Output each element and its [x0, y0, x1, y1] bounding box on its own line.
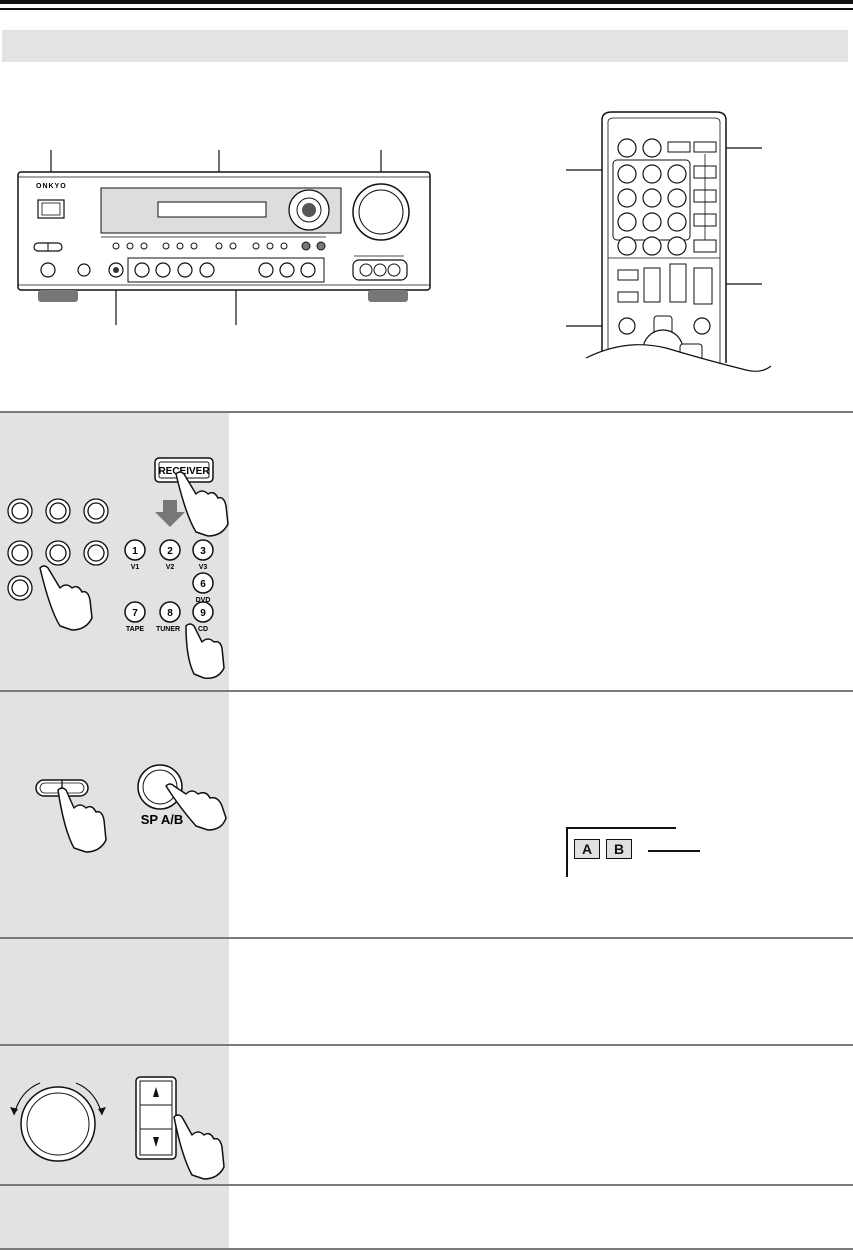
speaker-indicator-display: A B: [560, 827, 710, 877]
step-3-row: [0, 938, 853, 1045]
step-4-illustration-panel: [0, 1045, 229, 1185]
step-1-top-rule: [0, 411, 853, 413]
header-rule-thick: [0, 0, 853, 4]
step-2-row: SP A/B: [0, 690, 853, 937]
speaker-b-indicator: B: [606, 839, 632, 859]
hand-pointer-icon: [39, 565, 93, 631]
button-3-label: V3: [199, 564, 208, 571]
hand-pointer-icon: [175, 471, 229, 537]
step-5-row: [0, 1185, 853, 1249]
button-2-number: 2: [167, 546, 173, 557]
remote-receiver-input-illustration: RECEIVER 1 2 3 6 7 8 9: [7, 457, 229, 680]
button-1-number: 1: [132, 546, 138, 557]
speaker-ab-illustration: SP A/B: [35, 764, 227, 853]
button-6-label: DVD: [196, 597, 211, 604]
display-frame-left: [566, 827, 568, 877]
button-2-label: V2: [166, 564, 175, 571]
step-2-top-rule: [0, 690, 853, 692]
sp-ab-button-label: SP A/B: [141, 812, 184, 827]
hand-pointer-icon: [165, 783, 227, 831]
button-7-number: 7: [132, 608, 138, 619]
button-7-label: TAPE: [126, 626, 144, 633]
step-4-row: [0, 1045, 853, 1185]
step-1-row: RECEIVER 1 2 3 6 7 8 9: [0, 412, 853, 690]
remote-control-illustration: [566, 111, 772, 378]
button-9-label: CD: [198, 626, 208, 633]
step-5-top-rule: [0, 1184, 853, 1186]
section-title-band: [2, 30, 848, 62]
hand-pointer-icon: [173, 1114, 225, 1180]
step-3-top-rule: [0, 937, 853, 939]
down-arrow-icon: [155, 500, 185, 527]
step-3-illustration-panel: [0, 938, 229, 1045]
header-rule-thin: [0, 8, 853, 10]
step-5-illustration-panel: [0, 1185, 229, 1249]
button-3-number: 3: [200, 546, 206, 557]
button-9-number: 9: [200, 608, 206, 619]
step-4-top-rule: [0, 1044, 853, 1046]
step-2-illustration-panel: SP A/B: [0, 690, 229, 937]
button-8-number: 8: [167, 608, 173, 619]
receiver-front-panel-illustration: ONKYO: [17, 150, 431, 325]
button-1-label: V1: [131, 564, 140, 571]
speaker-a-indicator: A: [574, 839, 600, 859]
hand-pointer-icon: [185, 623, 225, 680]
onkyo-logo: ONKYO: [36, 183, 67, 190]
receiver-button-label: RECEIVER: [158, 466, 210, 477]
hand-pointer-icon: [57, 787, 107, 853]
step-1-illustration-panel: RECEIVER 1 2 3 6 7 8 9: [0, 412, 229, 690]
down-triangle-icon: [153, 1137, 159, 1147]
button-6-number: 6: [200, 579, 206, 590]
up-triangle-icon: [153, 1087, 159, 1097]
button-8-label: TUNER: [156, 626, 180, 633]
volume-control-illustration: [10, 1076, 225, 1180]
display-frame-top: [566, 827, 676, 829]
indicator-callout-line: [648, 850, 700, 852]
page-bottom-rule: [0, 1248, 853, 1250]
